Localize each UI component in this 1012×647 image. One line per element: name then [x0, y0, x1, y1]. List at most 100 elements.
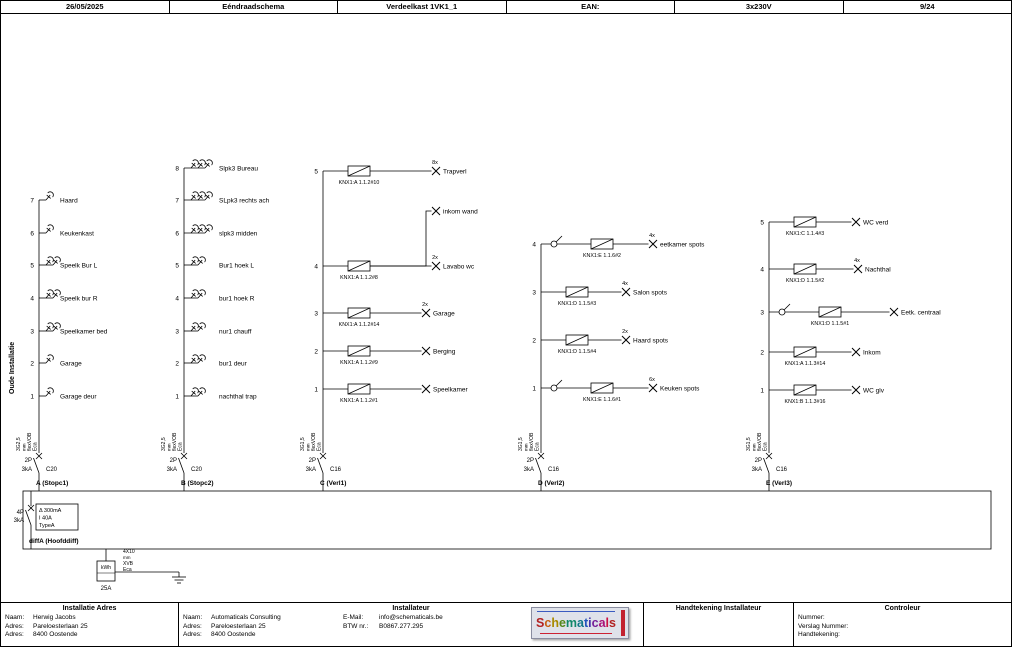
lamp-count: 4x	[649, 233, 655, 239]
lamp-label: Inkom	[863, 350, 881, 357]
lamp-label: Lavabo wc	[443, 264, 475, 271]
titlebar-date: 26/05/2025	[1, 1, 170, 13]
item-number: 1	[30, 394, 34, 401]
knx-address: KNX1:A 1.1.3#14	[785, 361, 826, 367]
field-label: Adres:	[183, 622, 202, 630]
item-number: 4	[30, 296, 34, 303]
wire	[793, 346, 817, 358]
diff-label: diffA (Hoofddiff)	[29, 538, 79, 545]
socket-icon	[197, 191, 206, 201]
lamp-count: 2x	[422, 302, 428, 308]
footer-row: Naam:Automaticals Consulting	[183, 614, 343, 623]
schematicals-logo: Schematicals	[531, 607, 629, 639]
wire	[851, 347, 861, 357]
knx-address: KNX1:D 1.1.5#2	[786, 278, 824, 284]
wire	[319, 452, 327, 460]
field-value: 8400 Oostende	[33, 631, 78, 638]
label: 3G2,5	[16, 437, 22, 451]
item-label: Garage	[60, 361, 82, 368]
field-label: Naam:	[183, 614, 203, 621]
lamp-icon	[853, 264, 863, 274]
wire	[763, 457, 770, 474]
lamp-label: inkom wand	[443, 209, 478, 216]
supply-cable-spec: mm	[123, 555, 131, 560]
item-number: 5	[175, 263, 179, 270]
wire	[25, 509, 32, 526]
circuit-A-item-6: 6 Keukenkast	[30, 224, 94, 238]
item-number: 6	[30, 231, 34, 238]
diff-spec: TypeA	[39, 523, 55, 529]
field-value: Pareloesterlaan 25	[33, 622, 88, 630]
logo-letter: a	[598, 616, 606, 630]
label: mm	[752, 443, 757, 451]
footer-row: Adres:8400 Oostende	[5, 631, 174, 640]
footer-row: Handtekening:	[798, 631, 1007, 640]
item-number: 7	[175, 198, 179, 205]
socket-icon	[197, 159, 206, 169]
field-value: Herwig Jacobs	[33, 614, 76, 621]
field-label: Adres:	[183, 631, 202, 638]
footer-section-title: Installatie Adres	[62, 605, 117, 612]
socket-icon	[204, 224, 213, 234]
label: 3G1,5	[518, 437, 524, 451]
item-label: Bur1 hoek L	[219, 263, 254, 270]
meter-label: kWh	[101, 565, 111, 571]
footer-installateur: Installateur Naam:Automaticals Consultin…	[179, 603, 644, 646]
lamp-icon	[648, 239, 658, 249]
wire	[565, 334, 589, 346]
knx-address: KNX1:E 1.1.6#1	[583, 397, 621, 403]
switch-icon	[550, 384, 558, 392]
label: Eca	[535, 442, 541, 451]
item-number: 2	[175, 361, 179, 368]
socket-icon	[197, 322, 206, 332]
wire	[555, 379, 563, 387]
field-value: 8400 Oostende	[211, 631, 256, 638]
wire	[648, 383, 658, 393]
item-number: 1	[314, 387, 318, 394]
lamp-count: 2x	[622, 329, 628, 335]
item-label: SLpk3 rechts ach	[219, 198, 270, 205]
wire	[431, 206, 441, 216]
circuit-name: A (Stopc1)	[36, 480, 68, 487]
label: mm	[524, 443, 529, 451]
breaker-icon	[317, 452, 327, 474]
lamp-icon	[421, 308, 431, 318]
socket-icon	[197, 289, 206, 299]
installateur-contact: E-Mail:info@schematicals.be BTW nr.:B086…	[343, 614, 443, 640]
label: flexVOB	[529, 432, 535, 451]
item-number: 2	[760, 350, 764, 357]
footer-section-title: Handtekening Installateur	[675, 605, 762, 612]
lamp-icon	[621, 287, 631, 297]
item-label: Slpk3 Bureau	[219, 166, 258, 173]
diff-poles: 4P	[17, 510, 24, 516]
label: mm	[167, 443, 172, 451]
lamp-label: Trapverl	[443, 169, 467, 176]
breaker-curve: C16	[776, 467, 788, 473]
lamp-label: eetkamer spots	[660, 242, 705, 249]
wire	[370, 210, 432, 267]
footer-row: Verslag Nummer:	[798, 623, 1007, 632]
field-label: Adres:	[5, 622, 24, 630]
breaker-icon	[178, 452, 188, 474]
wire	[851, 385, 861, 395]
lamp-label: WC verd	[863, 220, 889, 227]
item-number: 8	[175, 166, 179, 173]
wire	[818, 306, 842, 318]
wire	[783, 303, 791, 311]
title-bar: 26/05/2025 Eéndraadschema Verdeelkast 1V…	[1, 1, 1011, 14]
titlebar-voltage: 3x230V	[675, 1, 844, 13]
item-label: Keukenkast	[60, 231, 94, 238]
bus-outline	[22, 490, 992, 550]
footer-row: BTW nr.:B0867.277.295	[343, 623, 443, 632]
item-number: 2	[30, 361, 34, 368]
item-number: 4	[314, 264, 318, 271]
